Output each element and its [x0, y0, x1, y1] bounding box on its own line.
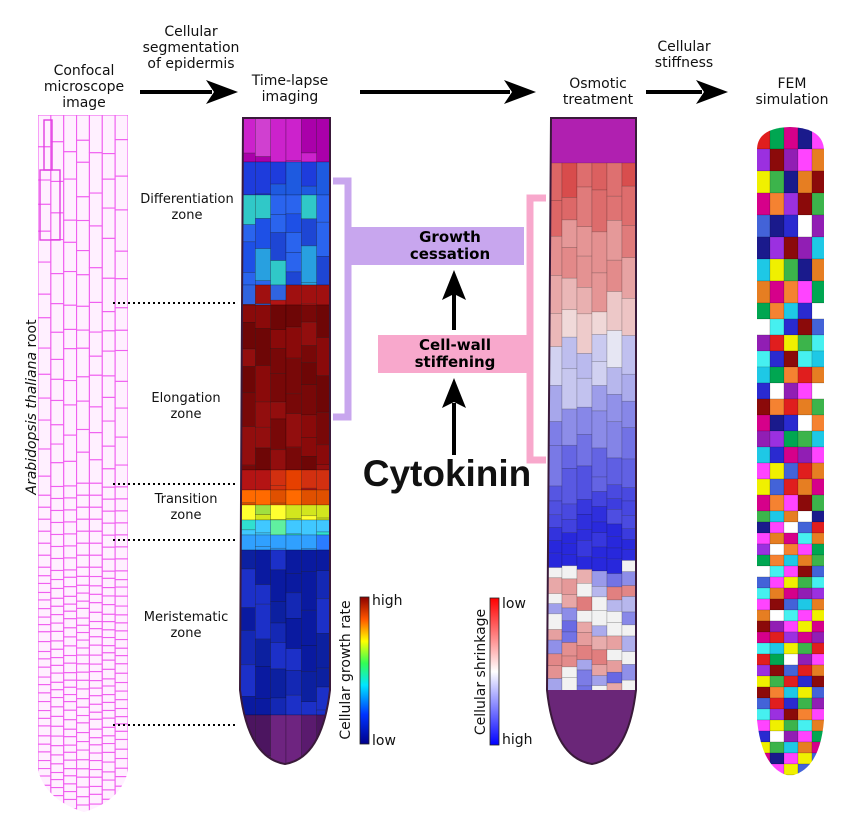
shrinkage-colorbar	[489, 597, 500, 746]
fem-simulation-root	[757, 127, 824, 776]
arrow-osmotic-to-fem	[646, 80, 728, 104]
cell-wall-stiffening-bracket	[378, 194, 546, 464]
shrink-legend-high: high	[502, 732, 533, 748]
cytokinin-label: Cytokinin	[362, 453, 532, 494]
growth-root-outline	[238, 117, 331, 766]
shrink-legend-low: low	[502, 596, 526, 612]
shrinkage-root-heatmap	[547, 118, 636, 764]
growth-rate-legend-title: Cellular growth rate	[338, 600, 354, 740]
growth-legend-high: high	[372, 593, 403, 609]
growth-rate-colorbar	[359, 596, 370, 745]
species-label: Arabidopsis thaliana root	[24, 319, 40, 495]
growth-legend-low: low	[372, 733, 396, 749]
arrow-timelapse-to-osmotic	[360, 80, 536, 104]
arrow-cytokinin-to-stiffening	[442, 378, 466, 455]
shrinkage-root-outline	[545, 117, 637, 766]
growth-cessation-bracket	[333, 177, 524, 421]
confocal-root-image	[38, 115, 128, 812]
arrow-stiffening-to-cessation	[442, 270, 466, 330]
arrow-confocal-to-timelapse	[140, 80, 238, 104]
shrinkage-legend-title: Cellular shrinkage	[473, 608, 489, 736]
growth-rate-root-heatmap	[240, 118, 330, 764]
